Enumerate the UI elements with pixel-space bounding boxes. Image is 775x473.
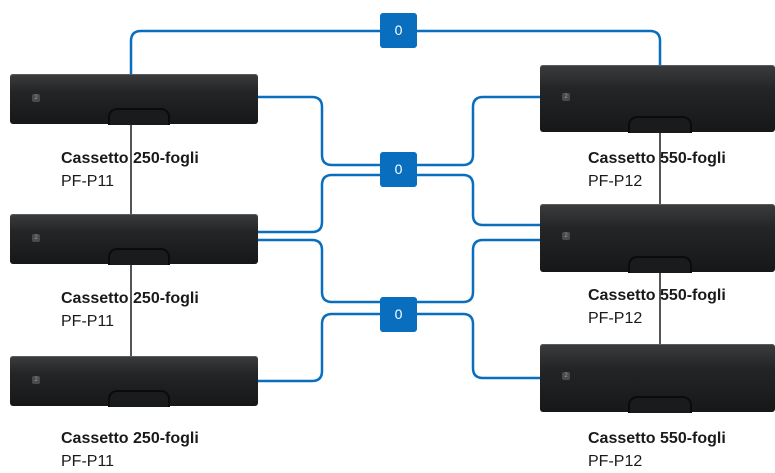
tray-model: PF-P12 xyxy=(588,453,643,470)
tray-counter-top: 0 xyxy=(380,13,417,48)
tray-label-right-1: Cassetto 550-fogli PF-P12 xyxy=(588,147,726,193)
tray-handle xyxy=(628,116,692,133)
tray-handle xyxy=(108,390,170,407)
tray-label-left-2: Cassetto 250-fogli PF-P11 xyxy=(61,287,199,333)
tray-counter-middle: 0 xyxy=(380,152,417,187)
tray-name: Cassetto 550-fogli xyxy=(588,430,726,447)
tray-number-badge: 2 xyxy=(562,93,570,101)
tray-250-image-2: 2 xyxy=(10,214,258,265)
tray-name: Cassetto 250-fogli xyxy=(61,150,199,167)
tray-handle xyxy=(108,248,170,265)
tray-label-right-3: Cassetto 550-fogli PF-P12 xyxy=(588,427,726,473)
tray-label-left-3: Cassetto 250-fogli PF-P11 xyxy=(61,427,199,473)
tray-model: PF-P11 xyxy=(61,313,115,330)
tray-number-badge: 2 xyxy=(32,94,40,102)
tray-model: PF-P12 xyxy=(588,310,643,327)
tray-number-badge: 2 xyxy=(562,372,570,380)
tray-label-right-2: Cassetto 550-fogli PF-P12 xyxy=(588,284,726,330)
tray-550-image-2: 2 xyxy=(540,204,775,273)
tray-250-image-3: 2 xyxy=(10,356,258,407)
tray-250-image-1: 2 xyxy=(10,74,258,125)
tray-550-image-1: 2 xyxy=(540,65,775,133)
tray-number-badge: 2 xyxy=(32,376,40,384)
tray-model: PF-P12 xyxy=(588,173,643,190)
tray-model: PF-P11 xyxy=(61,453,115,470)
tray-name: Cassetto 550-fogli xyxy=(588,150,726,167)
tray-handle xyxy=(108,108,170,125)
tray-name: Cassetto 250-fogli xyxy=(61,290,199,307)
tray-handle xyxy=(628,256,692,273)
tray-name: Cassetto 550-fogli xyxy=(588,287,726,304)
tray-name: Cassetto 250-fogli xyxy=(61,430,199,447)
tray-counter-bottom: 0 xyxy=(380,297,417,332)
tray-number-badge: 2 xyxy=(32,234,40,242)
tray-handle xyxy=(628,396,692,413)
tray-550-image-3: 2 xyxy=(540,344,775,413)
tray-label-left-1: Cassetto 250-fogli PF-P11 xyxy=(61,147,199,193)
tray-model: PF-P11 xyxy=(61,173,115,190)
tray-number-badge: 2 xyxy=(562,232,570,240)
